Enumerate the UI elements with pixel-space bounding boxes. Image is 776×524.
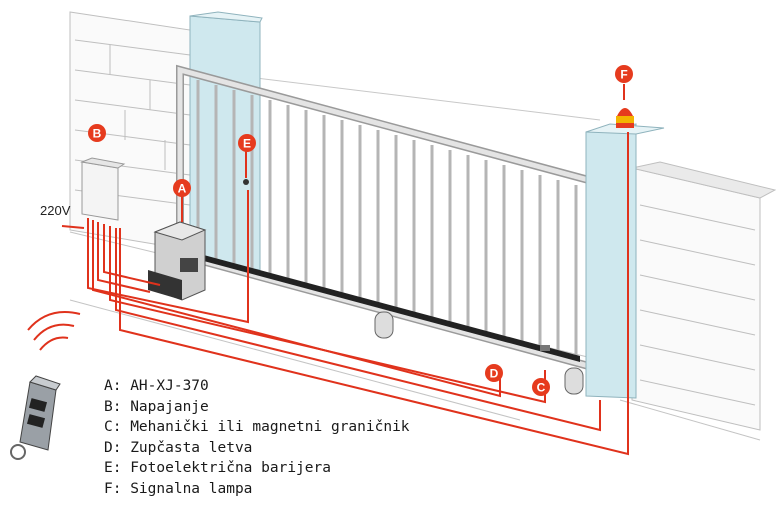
legend-item-f: F: Signalna lampa	[104, 480, 253, 497]
gate-wheels	[374, 311, 584, 395]
legend-item-a: A: AH-XJ-370	[104, 378, 209, 394]
svg-text:C: C	[537, 381, 546, 395]
svg-text:E: E	[243, 137, 251, 151]
marker-b: B	[88, 124, 106, 142]
signal-lamp	[616, 108, 634, 128]
legend-item-d: D: Zupčasta letva	[104, 439, 253, 456]
gate-motor	[148, 221, 207, 301]
marker-f: F	[615, 65, 633, 83]
svg-text:F: F	[620, 68, 627, 82]
marker-e: E	[238, 134, 256, 152]
limit-stop	[540, 345, 550, 351]
marker-c: C	[532, 378, 550, 396]
photocell	[243, 179, 249, 185]
legend-item-c: C: Mehanički ili magnetni graničnik	[104, 419, 410, 435]
svg-text:A: A	[178, 182, 187, 196]
svg-text:D: D	[490, 367, 499, 381]
voltage-label: 220V	[40, 203, 71, 218]
legend-item-e: E: Fotoelektrična barijera	[104, 460, 331, 476]
legend-item-b: B: Napajanje	[104, 398, 209, 415]
marker-d: D	[485, 364, 503, 382]
signal-waves-icon	[27, 311, 81, 351]
right-wall	[631, 161, 776, 431]
marker-a: A	[173, 179, 191, 197]
remote-control[interactable]	[10, 311, 81, 460]
gear-rack	[200, 254, 580, 362]
power-box	[80, 157, 126, 221]
legend: A: AH-XJ-370 B: Napajanje C: Mehanički i…	[104, 376, 410, 499]
svg-text:B: B	[93, 127, 102, 141]
